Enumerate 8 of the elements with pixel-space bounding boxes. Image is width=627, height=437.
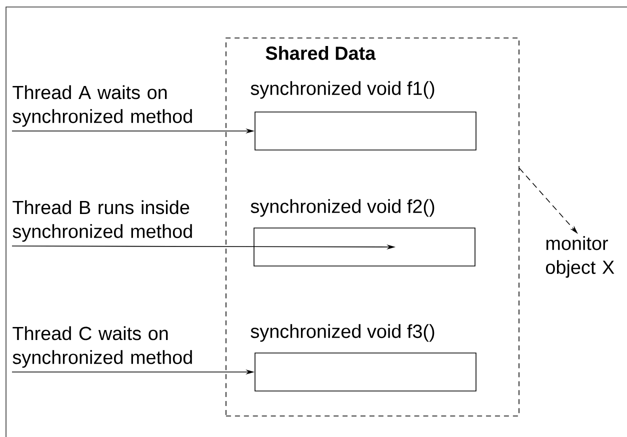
thread-label: Thread A waits on synchronized method bbox=[12, 85, 192, 127]
method-label: synchronized void f3() bbox=[250, 324, 434, 342]
method-label: synchronized void f1() bbox=[250, 81, 434, 99]
method-label: synchronized void f2() bbox=[250, 199, 434, 217]
group-heading: Shared Data bbox=[266, 46, 376, 60]
monitor-label: monitor object X bbox=[546, 236, 614, 278]
thread-label: Thread B runs inside synchronized method bbox=[12, 200, 192, 242]
thread-label: Thread C waits on synchronized method bbox=[12, 326, 192, 368]
